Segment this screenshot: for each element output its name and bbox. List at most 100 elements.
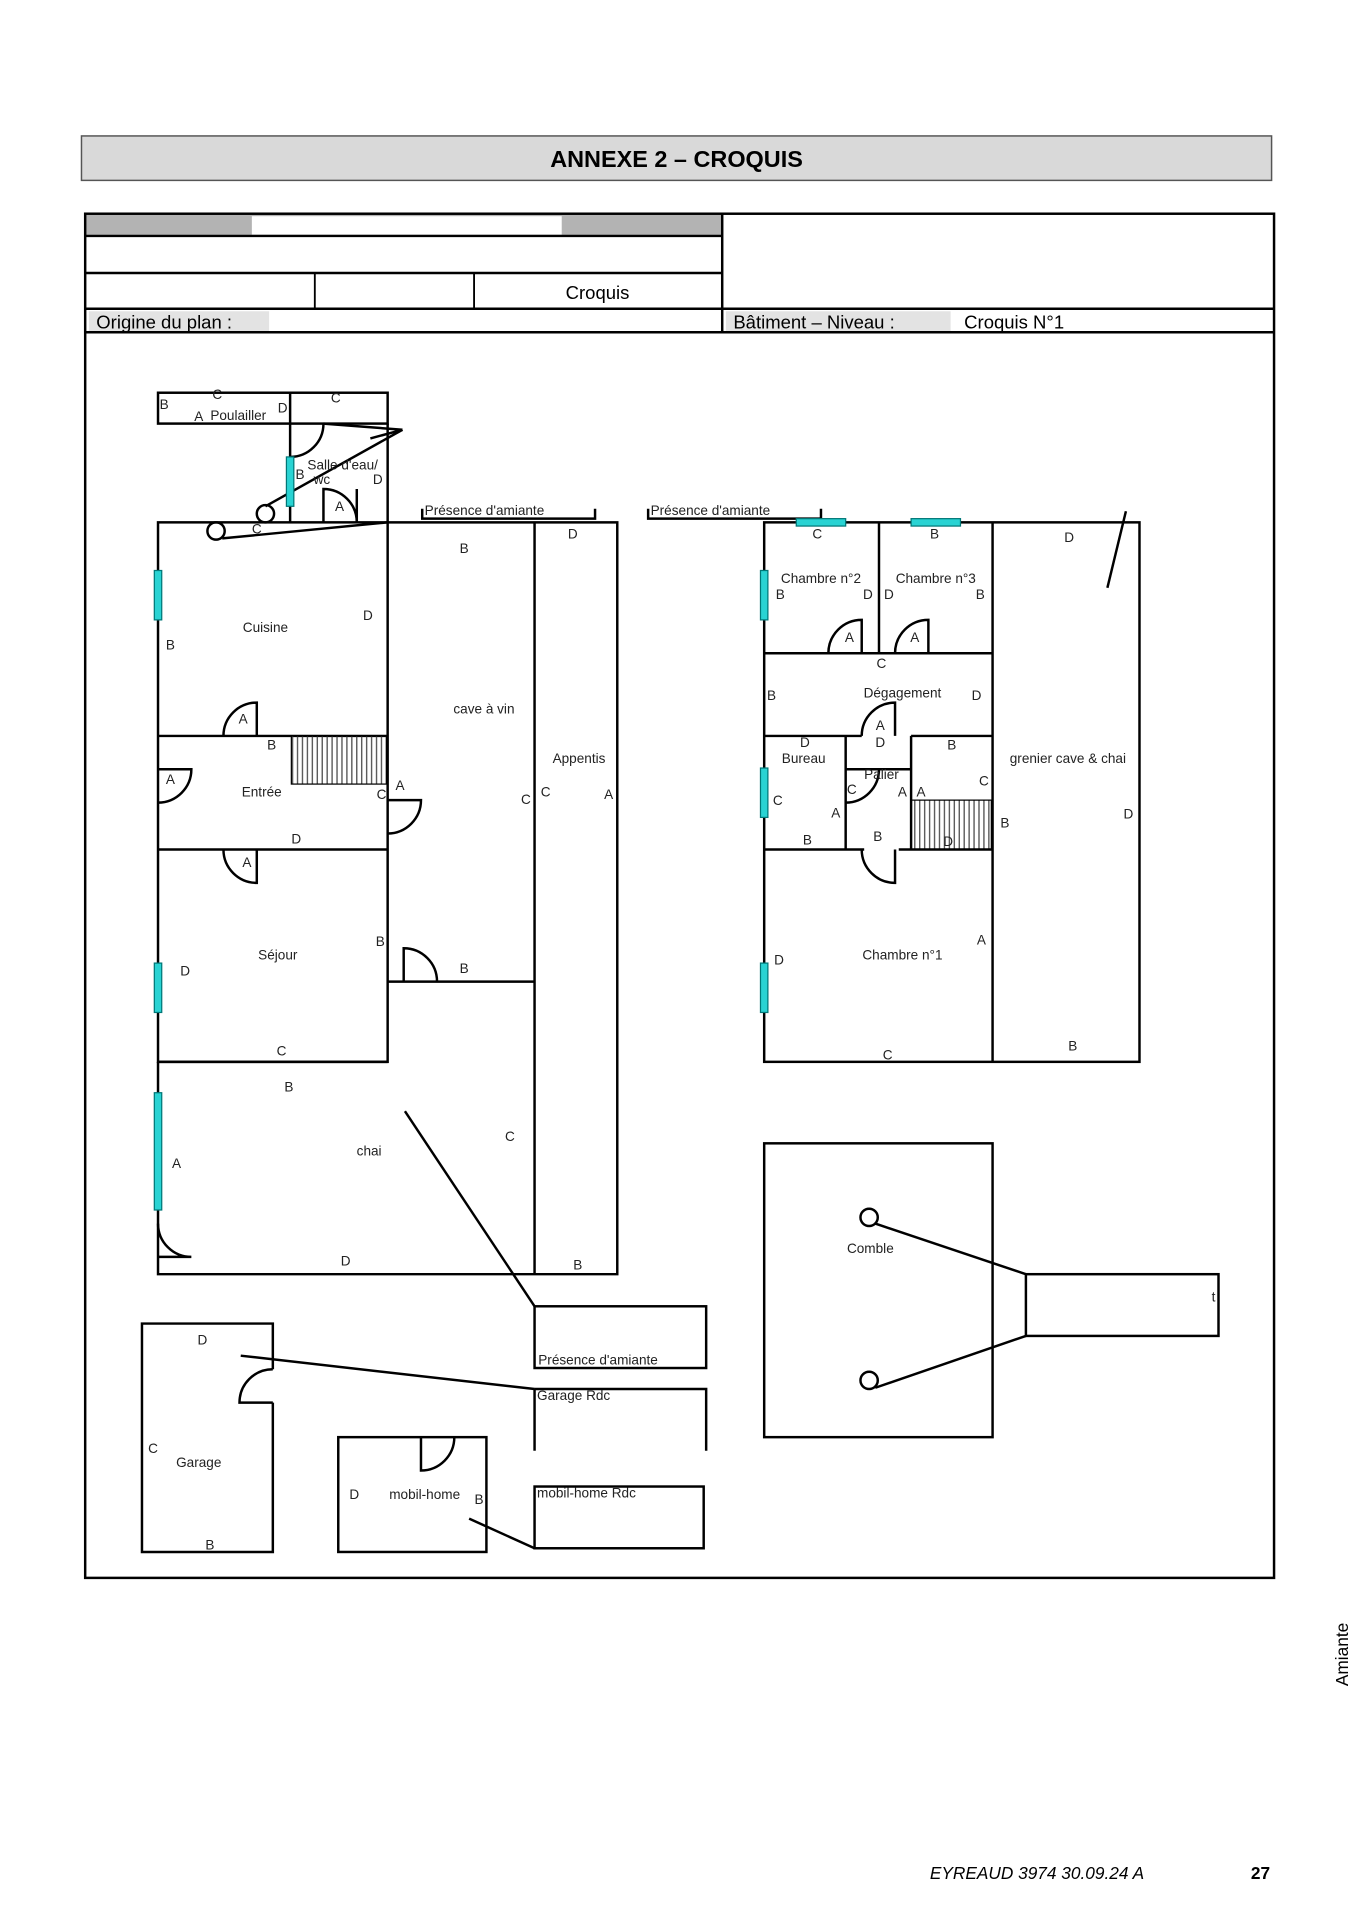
room-garage: Garage <box>176 1455 221 1470</box>
wall-marker: C <box>812 526 822 541</box>
callouts: Présence d'amiante Présence d'amiante Pr… <box>425 503 771 1501</box>
wall-marker: A <box>831 805 841 820</box>
wall-marker: A <box>172 1156 182 1171</box>
wall-marker: B <box>460 961 469 976</box>
footer-reference: EYREAUD 3974 30.09.24 A <box>930 1863 1144 1883</box>
wall-marker: D <box>943 834 953 849</box>
header-table <box>83 212 1276 1580</box>
wall-marker: A <box>977 933 987 948</box>
wall-marker: B <box>767 688 776 703</box>
wall-marker: C <box>212 387 222 402</box>
wall-marker: D <box>341 1254 351 1269</box>
room-appentis: Appentis <box>553 751 606 766</box>
room-salle-eau: Salle d'eau/ <box>307 457 378 472</box>
wall-marker: B <box>976 587 985 602</box>
page-title: ANNEXE 2 – CROQUIS <box>550 146 803 172</box>
wall-marker: B <box>166 638 175 653</box>
room-mobilhome: mobil-home <box>389 1487 460 1502</box>
wall-marker: C <box>331 391 341 406</box>
wall-marker: A <box>194 409 204 424</box>
room-chambre2: Chambre n°2 <box>781 571 861 586</box>
wall-marker: A <box>898 784 908 799</box>
room-bureau: Bureau <box>782 751 826 766</box>
room-grenier: grenier cave & chai <box>1010 751 1126 766</box>
wall-marker: B <box>930 526 939 541</box>
wall-marker: B <box>573 1257 582 1272</box>
wall-marker: D <box>1064 530 1074 545</box>
callout-garage-rdc: Garage Rdc <box>537 1388 610 1403</box>
wall-marker: D <box>875 735 885 750</box>
wall-marker: D <box>373 472 383 487</box>
wall-marker: B <box>947 738 956 753</box>
wall-marker: D <box>972 688 982 703</box>
wall-marker: C <box>979 773 989 788</box>
wall-marker: C <box>877 656 887 671</box>
wall-marker: C <box>505 1129 515 1144</box>
room-palier: Palier <box>864 767 899 782</box>
wall-marker: B <box>803 833 812 848</box>
wall-marker: D <box>291 831 301 846</box>
callout-presence-2: Présence d'amiante <box>651 503 771 518</box>
windows <box>153 456 962 1211</box>
wall-marker: B <box>873 829 882 844</box>
wall-marker: A <box>876 718 886 733</box>
wall-marker: A <box>916 784 926 799</box>
wall-marker: B <box>284 1079 293 1094</box>
wall-marker: C <box>252 521 262 536</box>
wall-marker: B <box>376 934 385 949</box>
room-entree: Entrée <box>242 784 282 799</box>
title-bar <box>80 135 1273 182</box>
wall-marker: A <box>910 630 920 645</box>
wall-marker: C <box>277 1044 287 1059</box>
wall-marker: D <box>198 1333 208 1348</box>
wall-marker: t <box>1212 1289 1216 1304</box>
wall-marker: D <box>568 526 578 541</box>
floor-plan-ground <box>156 391 619 1276</box>
wall-marker: B <box>205 1537 214 1552</box>
wall-marker: D <box>774 952 784 967</box>
wall-marker: A <box>242 855 252 870</box>
wall-marker: C <box>883 1047 893 1062</box>
wall-marker: A <box>166 772 176 787</box>
wall-marker: C <box>148 1441 158 1456</box>
room-cave: cave à vin <box>453 702 514 717</box>
room-comble: Comble <box>847 1241 894 1256</box>
wall-marker: B <box>1000 815 1009 830</box>
floor-plan-upper <box>140 508 1220 1554</box>
room-poulailler: Poulailler <box>210 408 266 423</box>
room-labels: Poulailler Salle d'eau/ wc Cuisine Entré… <box>176 408 1126 1502</box>
wall-marker: C <box>847 782 857 797</box>
wall-marker: D <box>800 735 810 750</box>
wall-marker: B <box>474 1492 483 1507</box>
wall-marker: A <box>395 778 405 793</box>
wall-marker: A <box>845 630 855 645</box>
building-value: Croquis N°1 <box>964 312 1064 333</box>
room-chambre3: Chambre n°3 <box>896 571 976 586</box>
room-chai: chai <box>357 1144 382 1159</box>
wall-marker: B <box>776 587 785 602</box>
croquis-cell: Croquis <box>566 282 630 303</box>
wall-marker: C <box>377 787 387 802</box>
wall-marker: B <box>460 541 469 556</box>
callout-mobilhome-rdc: mobil-home Rdc <box>537 1486 636 1501</box>
wall-marker: A <box>239 712 249 727</box>
page-number: 27 <box>1251 1863 1270 1883</box>
wall-marker: D <box>278 400 288 415</box>
wall-marker: B <box>160 397 169 412</box>
wall-marker: A <box>335 499 345 514</box>
wall-marker: D <box>349 1487 359 1502</box>
wall-marker: B <box>1068 1039 1077 1054</box>
building-label: Bâtiment – Niveau : <box>733 312 894 333</box>
callout-presence-3: Présence d'amiante <box>538 1352 658 1367</box>
wall-marker: D <box>180 963 190 978</box>
wall-marker: D <box>363 608 373 623</box>
wall-marker: A <box>604 787 614 802</box>
origin-label: Origine du plan : <box>96 312 232 333</box>
wall-marker: D <box>884 587 894 602</box>
wall-marker: B <box>295 467 304 482</box>
wall-marker: B <box>267 738 276 753</box>
room-cuisine: Cuisine <box>243 620 288 635</box>
wall-marker: D <box>1123 807 1133 822</box>
wall-marker: C <box>773 793 783 808</box>
